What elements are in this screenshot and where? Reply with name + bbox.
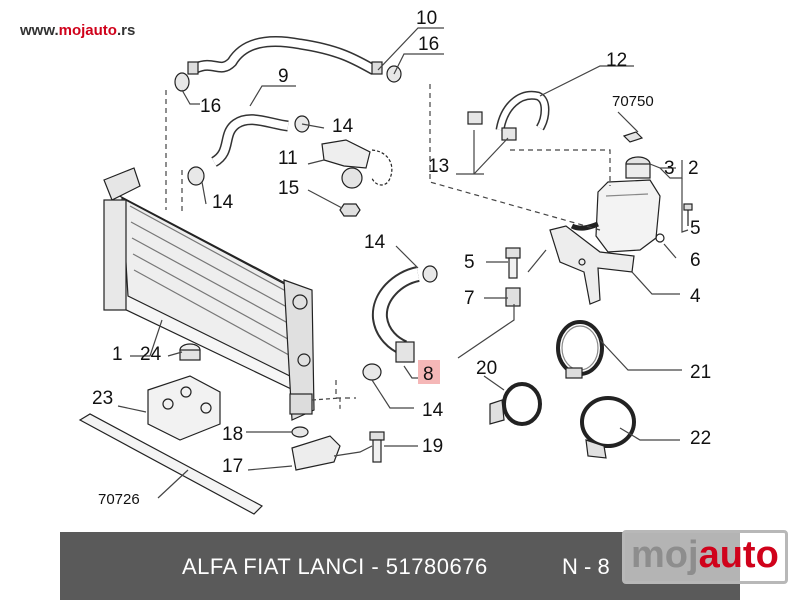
clip-13a bbox=[467, 111, 483, 125]
site-url-suffix: .rs bbox=[116, 22, 136, 39]
label-6: 6 bbox=[690, 250, 701, 271]
label-16b: 16 bbox=[200, 96, 221, 117]
site-url[interactable]: www.mojauto.rs bbox=[20, 22, 135, 39]
label-70726: 70726 bbox=[98, 491, 140, 508]
expansion-tank-2 bbox=[570, 156, 661, 253]
label-4: 4 bbox=[690, 286, 701, 307]
bolt-19 bbox=[369, 431, 385, 463]
label-21: 21 bbox=[690, 362, 711, 383]
label-16a: 16 bbox=[418, 34, 439, 55]
label-7: 7 bbox=[464, 288, 475, 309]
cap-70750 bbox=[622, 131, 644, 143]
label-20: 20 bbox=[476, 358, 497, 379]
label-19: 19 bbox=[422, 436, 443, 457]
label-10: 10 bbox=[416, 8, 437, 29]
label-2: 2 bbox=[688, 158, 699, 179]
label-24: 24 bbox=[140, 344, 162, 365]
bolt-5a bbox=[683, 203, 693, 226]
bolt-5b bbox=[505, 247, 521, 279]
clamp-22 bbox=[580, 396, 636, 459]
clip-13b bbox=[501, 127, 517, 141]
part-labels: 10 16 16 9 14 14 11 15 12 13 70750 3 2 5… bbox=[92, 8, 711, 508]
label-5b: 5 bbox=[464, 252, 475, 273]
bracket-17 bbox=[291, 435, 341, 471]
site-url-brand: mojauto bbox=[58, 22, 117, 39]
label-14b: 14 bbox=[212, 192, 234, 213]
strip-70726 bbox=[78, 413, 263, 515]
caption-text: ALFA FIAT LANCI - 51780676 bbox=[182, 554, 488, 579]
label-8: 8 bbox=[423, 364, 434, 385]
washer-18 bbox=[291, 426, 309, 438]
mount-24 bbox=[179, 343, 201, 361]
label-70750: 70750 bbox=[612, 93, 654, 110]
label-18: 18 bbox=[222, 424, 243, 445]
site-url-prefix: www. bbox=[20, 22, 59, 39]
label-22: 22 bbox=[690, 428, 711, 449]
hose-9 bbox=[210, 114, 289, 167]
label-23: 23 bbox=[92, 388, 113, 409]
label-14a: 14 bbox=[332, 116, 354, 137]
label-15: 15 bbox=[278, 178, 299, 199]
watermark-logo: mojauto bbox=[622, 530, 788, 584]
label-1: 1 bbox=[112, 344, 123, 365]
label-8-highlight bbox=[418, 360, 440, 384]
clamp-21 bbox=[556, 320, 604, 379]
clamp-20 bbox=[489, 382, 542, 426]
caption-code: N - 8 bbox=[562, 554, 610, 579]
label-5a: 5 bbox=[690, 218, 701, 239]
hose-10 bbox=[187, 36, 383, 75]
watermark-prefix: moj bbox=[631, 534, 699, 576]
label-11: 11 bbox=[278, 148, 298, 169]
watermark-brand: auto bbox=[698, 534, 779, 576]
washer-6 bbox=[655, 233, 665, 243]
radiator bbox=[103, 167, 315, 421]
label-12: 12 bbox=[606, 50, 627, 71]
label-17: 17 bbox=[222, 456, 243, 477]
bracket-4 bbox=[549, 225, 635, 305]
label-9: 9 bbox=[278, 66, 289, 87]
label-3: 3 bbox=[664, 158, 675, 179]
nut-15 bbox=[339, 203, 361, 217]
thermostat-housing-11 bbox=[321, 139, 393, 189]
hose-12 bbox=[495, 90, 550, 131]
label-13: 13 bbox=[428, 156, 449, 177]
nut-7 bbox=[505, 287, 521, 307]
label-14d: 14 bbox=[422, 400, 444, 421]
sensor-23 bbox=[147, 375, 221, 441]
label-14c: 14 bbox=[364, 232, 386, 253]
hose-8 bbox=[371, 266, 421, 363]
